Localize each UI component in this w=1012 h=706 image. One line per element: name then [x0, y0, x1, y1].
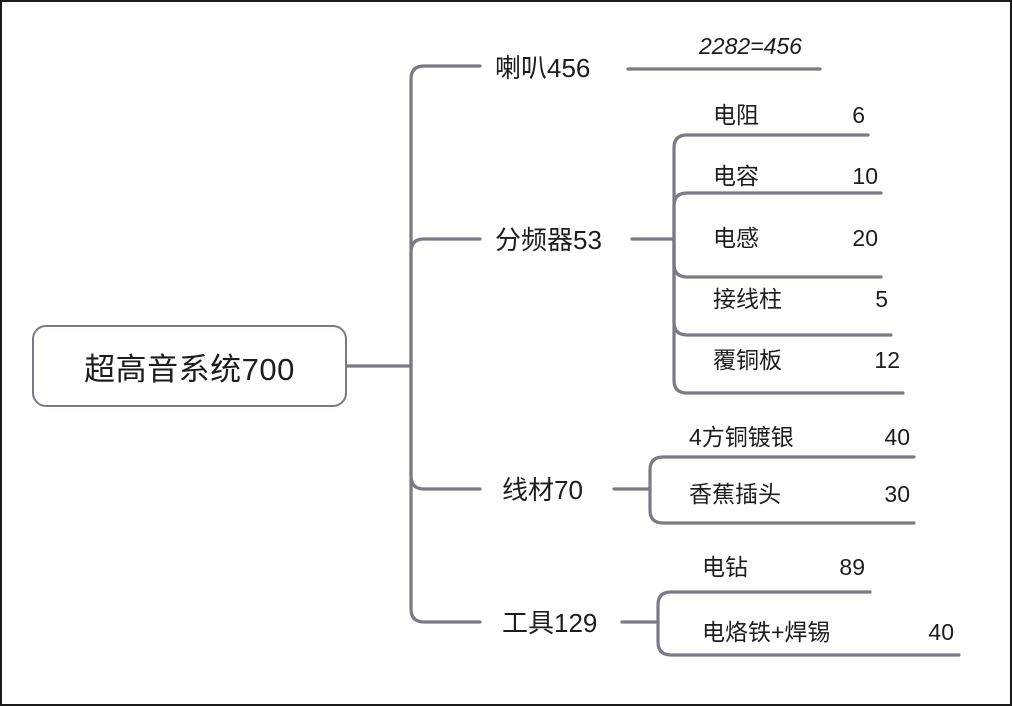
root-node[interactable]: 超高音系统700: [32, 325, 347, 407]
leaf-name: 电钻: [702, 554, 748, 580]
leaf-row-crossover-2[interactable]: 电感 20: [713, 218, 893, 258]
leaf-row-wire-1[interactable]: 香蕉插头 30: [689, 474, 915, 514]
leaf-row-crossover-1[interactable]: 电容 10: [713, 156, 893, 196]
wire-trunk-speaker: [409, 64, 482, 368]
leaf-row-tools-0[interactable]: 电钻 89: [702, 547, 870, 587]
leaf-row-crossover-4[interactable]: 覆铜板 12: [713, 340, 905, 380]
leaf-name: 电容: [713, 163, 759, 189]
branch-label-wire[interactable]: 线材70: [502, 475, 583, 505]
leaf-name: 香蕉插头: [689, 481, 781, 507]
leaf-name: 覆铜板: [713, 347, 782, 373]
leaf-value: 5: [875, 286, 888, 312]
leaf-value: 89: [839, 554, 865, 580]
leaf-row-crossover-0[interactable]: 电阻 6: [713, 95, 893, 135]
branch-label-crossover[interactable]: 分频器53: [495, 225, 602, 255]
wire-trunk-tools: [409, 364, 482, 624]
leaf-name: 4方铜镀银: [689, 424, 794, 450]
wire-trunk-wire: [409, 364, 482, 491]
wire-trunk-crossover: [409, 237, 482, 368]
leaf-name: 电烙铁+焊锡: [702, 619, 831, 645]
leaf-value: 40: [928, 619, 954, 645]
root-node-label: 超高音系统700: [84, 351, 295, 387]
leaf-row-crossover-3[interactable]: 接线柱 5: [713, 279, 893, 319]
branch-label-speaker[interactable]: 喇叭456: [495, 53, 591, 83]
branch-label-tools[interactable]: 工具129: [502, 608, 598, 638]
annotation-speaker-calc: 2282=456: [699, 33, 802, 59]
leaf-value: 30: [884, 481, 910, 507]
leaf-row-wire-0[interactable]: 4方铜镀银 40: [689, 417, 915, 457]
leaf-value: 12: [874, 347, 900, 373]
leaf-value: 20: [852, 225, 878, 251]
leaf-value: 40: [884, 424, 910, 450]
leaf-name: 接线柱: [713, 286, 782, 312]
leaf-row-tools-1[interactable]: 电烙铁+焊锡 40: [702, 612, 959, 652]
leaf-name: 电阻: [713, 102, 759, 128]
leaf-value: 6: [852, 102, 865, 128]
leaf-name: 电感: [713, 225, 759, 251]
leaf-value: 10: [852, 163, 878, 189]
